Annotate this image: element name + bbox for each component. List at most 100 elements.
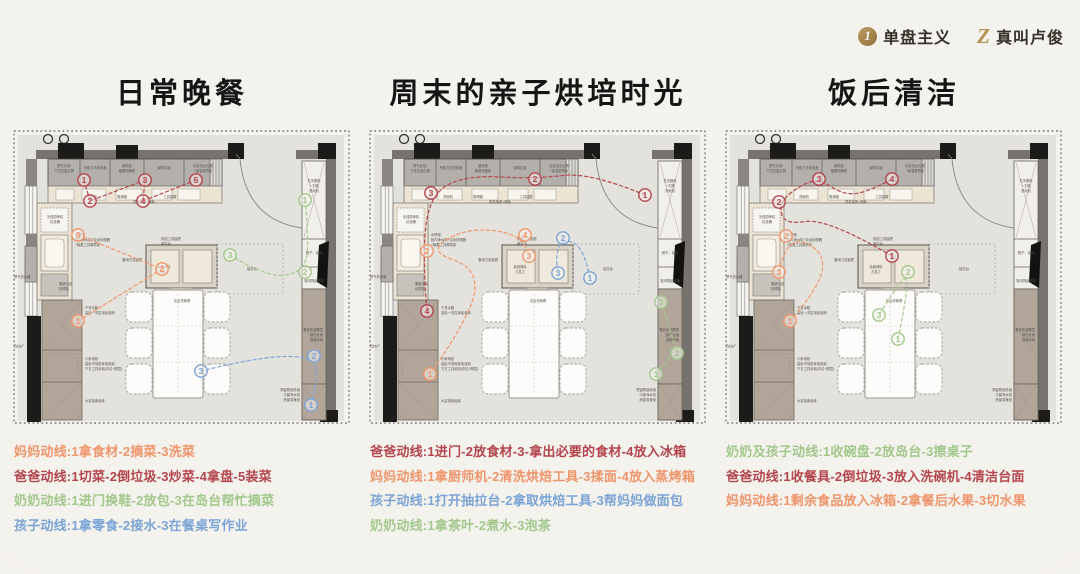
plan-annotation: 一扫拖 xyxy=(1021,183,1032,188)
route-step-number: 1 xyxy=(896,334,901,344)
route-step-number: 2 xyxy=(906,267,911,277)
route-markers-mom: 123 xyxy=(71,228,169,328)
plan-annotation: 蒸烤箱 xyxy=(117,194,128,199)
plan-annotation: 隐藏电器架 xyxy=(475,168,492,173)
route-markers-child: 123 xyxy=(551,231,597,285)
route-step-number: 2 xyxy=(533,174,538,184)
route-step-circle xyxy=(420,244,434,258)
plan-annotation: 烘焙工具抽屉 xyxy=(873,236,893,241)
plan-annotation: 小家电柜 xyxy=(797,356,811,361)
route-step-number: 3 xyxy=(143,175,148,185)
plan-annotation: 刀具工 xyxy=(871,269,882,274)
plan-annotation: +隐藏工具置物架 xyxy=(787,242,813,247)
route-step-circle xyxy=(423,367,437,381)
plan-annotation: 燃气热水器 xyxy=(14,274,31,279)
route-step-circle xyxy=(194,364,208,378)
plan-annotation: 中部净水机 xyxy=(640,392,657,397)
legend-line-dad: 爸爸动线:1收餐具-2倒垃圾-3放入洗碗机-4清洁台面 xyxy=(726,468,1025,484)
route-step-number: 1 xyxy=(309,400,314,410)
scenario-panel-2: 周末的亲子烘培时光燃气灶柜/下拉拉篮位置吊柜刀叉收纳盘烟机柜隐藏电器架调味拉篮垃… xyxy=(368,74,708,538)
route-step-circle xyxy=(189,173,203,187)
plan-annotation: 大容量食品库 xyxy=(85,398,105,403)
route-step-circle xyxy=(138,173,152,187)
route-step-number: 3 xyxy=(817,174,822,184)
route-step-number: 4 xyxy=(141,196,146,206)
route-step-circle xyxy=(783,314,797,328)
route-step-circle xyxy=(649,367,663,381)
route-step-circle xyxy=(522,249,536,263)
logo-zhenjiaolujun: Z 真叫卢俊 xyxy=(977,24,1064,48)
plan-annotation: 燃气热水器 xyxy=(370,274,387,279)
route-step-number: 3 xyxy=(556,268,561,278)
plan-annotation: 调味拉篮 xyxy=(513,165,527,170)
plan-annotation: 果蔬垃圾 xyxy=(415,281,429,286)
plan-annotation: 餐具收纳隔层 xyxy=(1015,327,1035,332)
plan-annotation: 底部零食柜 xyxy=(996,397,1013,402)
route-step-number: 1 xyxy=(890,251,895,261)
plan-annotation: 帽子、包包 xyxy=(1018,250,1035,255)
plan-annotation: 高频调料 xyxy=(513,264,527,269)
plan-annotation: 垃圾桶 xyxy=(762,219,772,224)
plan-annotation: +隐藏工具置物架 xyxy=(431,242,457,247)
logo-danpanzhuyi-text: 单盘主义 xyxy=(883,30,952,47)
legend-line-dad: 爸爸动线:1进门-2放食材-3-拿出必要的食材-4放入冰箱 xyxy=(370,444,687,459)
plan-annotation: +保温置物架 xyxy=(550,168,569,173)
route-step-number: 1 xyxy=(303,195,308,205)
route-step-circle xyxy=(891,332,905,346)
panel-title: 周末的亲子烘培时光 xyxy=(389,78,687,110)
plan-annotation: 烟机柜 xyxy=(834,163,845,168)
route-step-circle xyxy=(670,346,684,360)
route-step-number: 3 xyxy=(228,250,233,260)
scenario-panel-1: 日常晚餐燃气灶柜/下拉拉篮位置吊柜刀叉收纳盘烟机柜隐藏电器架调味拉篮垃圾拉台位置… xyxy=(12,74,352,538)
route-step-circle xyxy=(528,172,542,186)
plan-annotation: 吊柜刀叉收纳盘 xyxy=(795,165,819,170)
plan-annotation: 备用刀具抽屉 xyxy=(478,257,498,262)
plan-annotation: 操作台面 xyxy=(666,332,680,337)
plan-annotation: 柜内净水机+垃圾处理器 xyxy=(75,237,111,242)
plan-annotation: 干货冰箱 xyxy=(85,305,99,310)
route-step-number: 4 xyxy=(890,174,895,184)
route-step-circle xyxy=(638,188,652,202)
plan-annotation: 岛台洗碗槽 xyxy=(886,298,903,303)
route-step-circle xyxy=(83,194,97,208)
plan-annotation: 洗碗机 xyxy=(799,194,810,199)
plan-annotation: 调味拉篮 xyxy=(157,165,171,170)
plan-annotation: 无线厨师机 xyxy=(47,214,64,219)
plan-annotation: 餐具收纳隔层 xyxy=(303,327,323,332)
plan-annotation: 洗地机 xyxy=(1021,188,1032,193)
plan-annotations: 燃气灶柜/下拉拉篮位置吊柜刀叉收纳盘烟机柜隐藏电器架调味拉篮垃圾拉台位置+保温置… xyxy=(726,163,1037,403)
route-dad xyxy=(423,174,646,312)
route-step-number: 2 xyxy=(303,267,308,277)
legend-line-grandma: 奶奶动线:1拿茶叶-2煮水-3泡茶 xyxy=(370,517,552,533)
route-child xyxy=(200,355,318,406)
plan-annotation: 预留物品收纳 xyxy=(992,387,1012,392)
route-step-number: 2 xyxy=(425,246,430,256)
plan-annotation: 蒸烤箱 xyxy=(829,194,840,199)
plan-annotation: 悬空台 xyxy=(517,241,528,246)
route-markers-mom: 123 xyxy=(772,229,797,328)
route-legend: 爸爸动线:1进门-2放食材-3-拿出必要的食材-4放入冰箱妈妈动线:1拿厨师机-… xyxy=(368,440,708,538)
plan-annotation: 果蔬垃圾 xyxy=(771,281,785,286)
legend-line-mom: 妈妈动线:1剩余食品放入冰箱-2拿餐后水果-3切水果 xyxy=(726,493,1026,508)
plan-annotation: 抽拉台 xyxy=(247,266,258,271)
route-step-circle xyxy=(298,265,312,279)
route-step-number: 2 xyxy=(675,348,680,358)
plan-annotation: 垃圾拉台位置 xyxy=(193,163,213,168)
plan-annotation: 抽拉台 xyxy=(603,266,614,271)
plan-annotation: 高频收纳 xyxy=(666,337,680,342)
route-step-number: 1 xyxy=(588,273,593,283)
plan-annotation: 高处一次性用品收纳 xyxy=(797,310,827,315)
route-step-circle xyxy=(304,398,318,412)
plan-annotation: 常用物品收纳 xyxy=(660,278,680,283)
legend-line-child: 孩子动线:1打开抽拉台-2拿取烘焙工具-3帮妈妈做面包 xyxy=(370,493,684,508)
plan-annotation: 高处不常用家电收纳 xyxy=(441,361,471,366)
route-step-circle xyxy=(420,304,434,318)
kitchen-floor-plan: 燃气灶柜/下拉拉篮位置吊柜刀叉收纳盘烟机柜隐藏电器架调味拉篮垃圾拉台位置+保温置… xyxy=(725,130,1062,424)
route-step-circle xyxy=(885,249,899,263)
plan-annotation: 隐藏电器架 xyxy=(119,168,136,173)
route-step-number: 2 xyxy=(160,264,165,274)
plan-annotation: 高频收纳 xyxy=(310,337,324,342)
plan-annotation: 无线厨师机 xyxy=(759,214,776,219)
route-step-number: 1 xyxy=(643,190,648,200)
